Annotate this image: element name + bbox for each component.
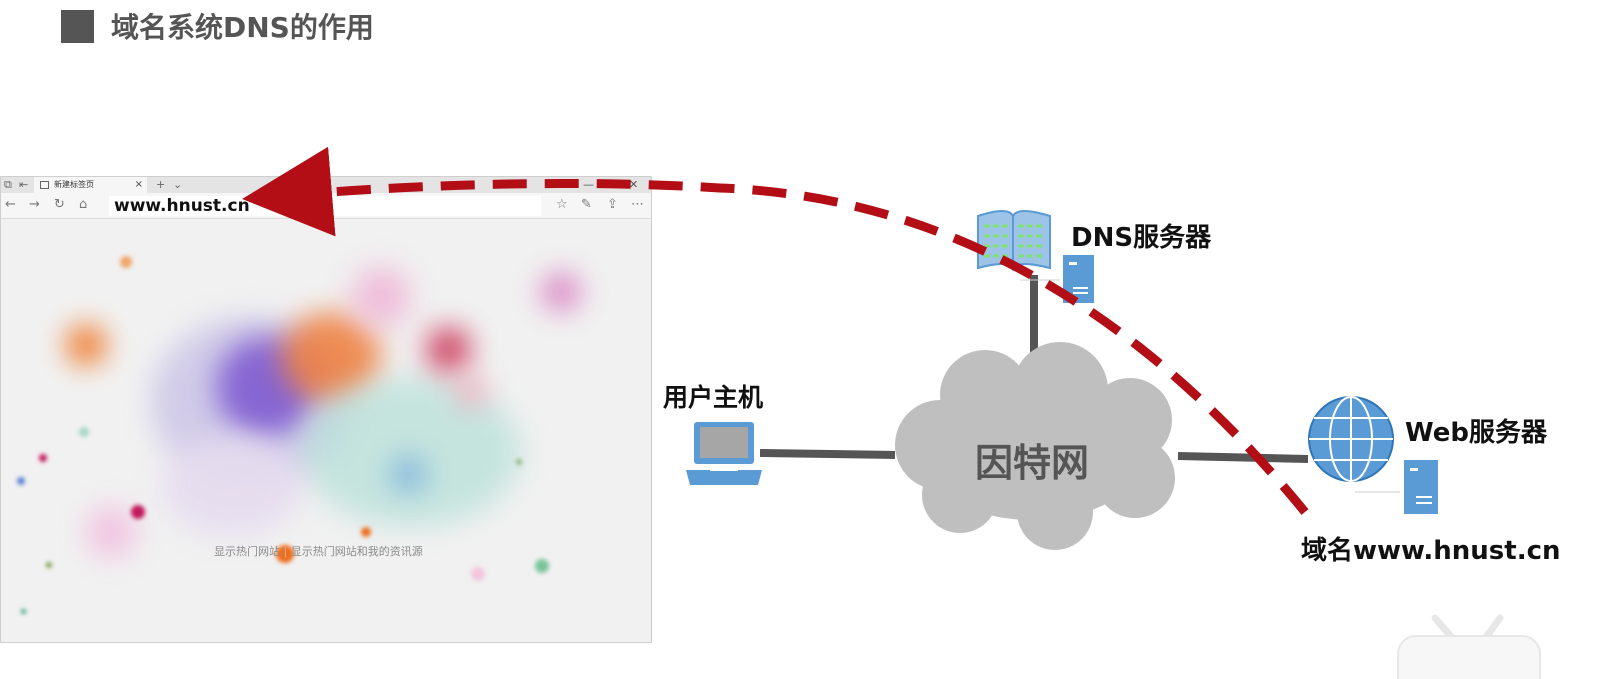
background-blob: [426, 327, 471, 372]
minimize-button[interactable]: —: [583, 178, 594, 191]
user-to-internet-link: [759, 449, 896, 459]
background-dot: [131, 505, 145, 519]
background-blob: [301, 377, 521, 527]
background-blob: [391, 457, 426, 492]
tab-back-icon[interactable]: ⇤: [19, 178, 29, 191]
internet-label: 因特网: [975, 441, 1090, 485]
background-blob: [456, 377, 486, 407]
server-icon: [1355, 460, 1438, 514]
tab-preview-icon[interactable]: ⧉: [4, 178, 12, 191]
background-dot: [79, 427, 89, 437]
user-host-label: 用户主机: [663, 383, 764, 412]
resolution-arrow: [242, 146, 1309, 515]
background-dot: [120, 256, 132, 268]
share-icon[interactable]: ⇪: [607, 197, 618, 212]
background-blob: [541, 272, 581, 312]
new-tab-button[interactable]: +: [156, 178, 166, 191]
tab-title: 新建标签页: [54, 180, 94, 189]
new-tab-hint: 显示热门网站 | 显示热门网站和我的资讯源: [214, 543, 423, 559]
background-blob: [86, 507, 136, 557]
background-dot: [361, 527, 371, 537]
laptop-icon: [686, 422, 762, 485]
more-icon[interactable]: ⋯: [631, 197, 644, 212]
slide-title: 域名系统DNS的作用: [111, 11, 374, 44]
browser-tab[interactable]: 新建标签页 ×: [34, 177, 147, 193]
favorite-star-icon[interactable]: ☆: [556, 197, 568, 212]
background-blob: [66, 325, 106, 365]
back-icon[interactable]: ←: [5, 197, 16, 212]
background-dot: [276, 545, 294, 563]
pen-icon[interactable]: ✎: [581, 197, 592, 212]
forward-icon[interactable]: →: [29, 197, 40, 212]
background-dot: [46, 562, 52, 568]
background-dot: [39, 454, 47, 462]
background-dot: [535, 559, 549, 573]
background-dot: [21, 609, 26, 614]
tab-menu-icon[interactable]: ⌄: [173, 178, 183, 191]
background-dot: [17, 477, 25, 485]
tv-logo-icon: [1397, 614, 1541, 679]
cloud-icon: [895, 342, 1175, 550]
dns-server-label: DNS服务器: [1071, 223, 1212, 253]
close-window-button[interactable]: ✕: [629, 178, 639, 191]
globe-icon: [1308, 396, 1394, 482]
domain-label: 域名www.hnust.cn: [1301, 536, 1561, 566]
background-blob: [161, 437, 301, 537]
tab-close-icon[interactable]: ×: [134, 179, 143, 190]
tab-page-icon: [40, 181, 49, 189]
internet-to-web-link: [1177, 452, 1309, 463]
background-dot: [471, 567, 485, 581]
background-blob: [351, 267, 411, 327]
background-dot: [516, 459, 522, 465]
title-bullet-square: [61, 10, 94, 43]
book-icon: [977, 210, 1051, 272]
hint-separator: |: [283, 545, 288, 558]
web-server-label: Web服务器: [1405, 418, 1547, 448]
home-icon[interactable]: ⌂: [79, 197, 88, 212]
refresh-icon[interactable]: ↻: [54, 197, 65, 212]
hint-top-sites-feed-link[interactable]: 显示热门网站和我的资讯源: [290, 545, 423, 558]
hint-top-sites-link[interactable]: 显示热门网站: [214, 545, 280, 558]
